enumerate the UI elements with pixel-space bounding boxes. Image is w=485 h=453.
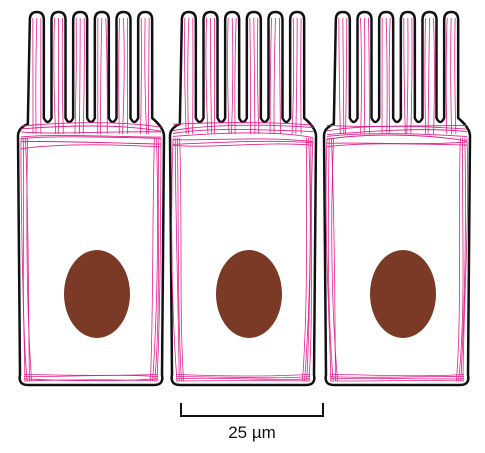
cells-layer — [18, 12, 470, 385]
scale-bar-label: 25 µm — [212, 423, 292, 443]
nucleus — [64, 250, 130, 338]
nucleus — [216, 250, 282, 338]
scale-bar — [181, 403, 323, 417]
epithelial-cell — [170, 12, 316, 385]
epithelial-cell — [18, 12, 164, 385]
nucleus — [370, 250, 436, 338]
epithelial-cell — [324, 12, 470, 385]
